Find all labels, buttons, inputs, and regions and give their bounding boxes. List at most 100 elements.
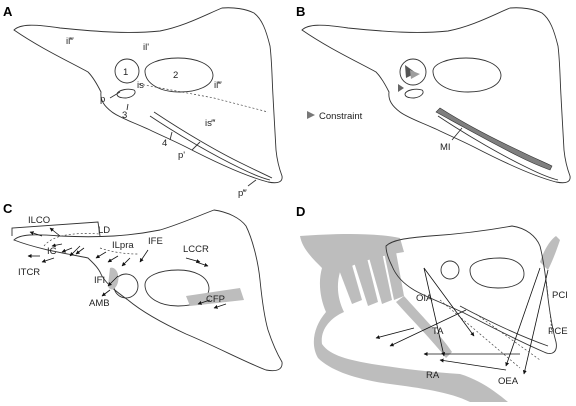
label-amb: AMB (89, 298, 110, 309)
ilpra-arrow-2 (107, 255, 119, 263)
label-pci: PCI (552, 290, 568, 301)
label-ilpra: ILpra (112, 240, 134, 251)
oia-line-2 (423, 267, 475, 337)
leader-pprime-a (191, 141, 201, 151)
label-oia: OIA (416, 293, 433, 304)
acetabulum-1-a (114, 58, 140, 84)
label-4: 4 (162, 138, 167, 149)
ta-line-1 (375, 327, 415, 340)
label-3: 3 (122, 110, 127, 121)
leader-3-a (126, 103, 129, 111)
rib-3 (368, 252, 392, 304)
leader-mi (451, 127, 463, 141)
ta-line-2 (389, 309, 467, 347)
cfp-arrow-2 (213, 303, 227, 309)
label-ld: LD (98, 225, 110, 236)
ifi-arrow (107, 275, 119, 287)
ilco-arrows (29, 231, 43, 237)
label-ilco: ILCO (28, 215, 50, 226)
pelvis-outline-a (13, 7, 283, 184)
label-ic: IC (47, 246, 57, 257)
label-p-prime: p' (178, 150, 185, 161)
oea-line-2 (522, 269, 549, 375)
panel-c: C ILCO LD IC ILpra IFE LCCR ITCR IFI (3, 201, 283, 372)
foramen-2-b (432, 57, 502, 93)
label-ta: TA (432, 326, 444, 337)
label-ra: RA (426, 370, 440, 381)
label-itcr: ITCR (18, 267, 40, 278)
label-is: is (137, 80, 144, 91)
leader-4-a (169, 131, 173, 141)
leader-pdouble-a (247, 179, 257, 187)
label-pce: PCE (548, 326, 568, 337)
label-p: p (100, 94, 105, 105)
rib-4 (384, 252, 404, 300)
label-mi: MI (440, 142, 451, 153)
panel-d-letter: D (296, 204, 305, 219)
label-ife: IFE (148, 236, 163, 247)
lccr-arrow-1 (185, 257, 201, 263)
pelvis-outline-c (13, 209, 283, 372)
label-ifi: IFI (94, 275, 105, 286)
label-is-double: is‴ (205, 118, 216, 129)
ra-line-2 (439, 358, 507, 371)
oea-line-1 (505, 267, 541, 367)
ilpra-arrow-3 (121, 257, 131, 267)
pubis-rod-b (437, 115, 559, 181)
foramen-2-d (469, 257, 525, 289)
panel-b: B Constraint MI (296, 4, 571, 184)
tail-grey (540, 236, 560, 270)
pelvis-outline-d (385, 225, 557, 354)
ld-arrow-2 (61, 247, 73, 253)
panel-a: A il‴ il' 1 2 is il‴ p 3 is‴ 4 p' p‴ (3, 4, 283, 199)
itcr-arrow-2 (41, 257, 55, 263)
label-il-triple-left: il‴ (66, 36, 74, 47)
rib-2 (352, 254, 378, 306)
foramen-2-c (144, 269, 210, 307)
lccr-arrow-2 (195, 261, 209, 267)
constraint-legend-marker (307, 111, 315, 119)
ife-arrow (139, 249, 149, 263)
label-il-prime: il' (143, 42, 149, 53)
constraint-triangle-grey (410, 70, 420, 79)
ld-arrow-3 (75, 247, 85, 255)
rib-1 (336, 258, 362, 304)
acetabulum-d (440, 260, 460, 280)
ld-arrow-1 (51, 243, 63, 248)
ic-arrow (69, 245, 81, 257)
amb-grey (108, 267, 119, 290)
constraint-triangle-edge (398, 84, 404, 92)
cfp-arrow-1 (197, 299, 211, 305)
skeleton-silhouette (300, 234, 508, 402)
pubis-rod-a (149, 111, 273, 181)
dashed-line-a (138, 83, 269, 113)
label-cfp: CFP (206, 294, 225, 305)
pubis-d (459, 305, 549, 347)
cross-dash-1 (475, 313, 541, 361)
panel-d: D OIA TA RA OEA PCI PCE (296, 204, 568, 402)
label-p-double: p‴ (238, 188, 247, 199)
constraint-legend-label: Constraint (319, 111, 363, 122)
foramen-small-a (116, 88, 136, 99)
label-oea: OEA (498, 376, 519, 387)
label-1: 1 (123, 67, 128, 78)
label-2: 2 (173, 70, 178, 81)
panel-a-letter: A (3, 4, 13, 19)
acetabulum-b (399, 58, 427, 86)
leg-bone-left (396, 296, 452, 358)
oia-line-1 (423, 267, 446, 357)
leader-p-a (109, 91, 121, 99)
ilpra-arrow-1 (95, 251, 107, 259)
ilco-bracket (11, 221, 101, 237)
foramen-small-b (404, 88, 424, 99)
panel-c-letter: C (3, 201, 13, 216)
panel-b-letter: B (296, 4, 305, 19)
label-il-triple-right: il‴ (214, 80, 222, 91)
foramen-2-a (144, 57, 214, 93)
ld-bracket (43, 233, 101, 247)
label-lccr: LCCR (183, 244, 209, 255)
mi-region (435, 107, 553, 171)
ilco-arrow-2 (49, 227, 61, 237)
pelvis-outline-b (301, 7, 571, 184)
